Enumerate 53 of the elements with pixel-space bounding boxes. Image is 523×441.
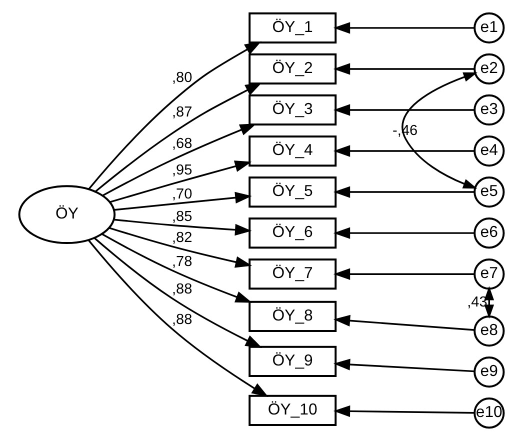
arrow (88, 41, 262, 190)
arrow (333, 405, 474, 418)
edge-label: ,82 (172, 230, 192, 246)
arrow (333, 186, 474, 198)
arrow (114, 192, 252, 211)
arrow (109, 227, 252, 268)
edge-label: ,88 (172, 312, 192, 328)
node-box: ÖY_9 (248, 346, 337, 377)
arrow (333, 145, 474, 157)
edge-label: ,85 (172, 208, 192, 225)
node-circle: e10 (474, 398, 505, 429)
edge-label: ,70 (172, 186, 192, 202)
node-box: ÖY_1 (248, 12, 337, 44)
arrow (88, 240, 268, 398)
node-circle: e6 (474, 218, 505, 249)
node-box: ÖY_2 (248, 53, 337, 84)
edge-label: ,80 (172, 70, 192, 86)
node-box: ÖY_8 (248, 300, 337, 332)
edge-label: ,78 (172, 254, 192, 270)
edge-label: ,87 (172, 104, 192, 120)
node-circle: e1 (474, 12, 505, 44)
arrow (94, 237, 262, 348)
arrow (333, 268, 474, 280)
node-circle: e7 (474, 258, 505, 290)
arrow (333, 314, 474, 331)
arrow (102, 233, 252, 303)
edge-label: ,68 (172, 136, 192, 152)
arrow (333, 358, 474, 372)
node-box: ÖY_4 (248, 135, 337, 167)
arrow (402, 72, 478, 189)
arrow (110, 160, 252, 203)
node-circle: e4 (474, 135, 505, 167)
arrow (102, 124, 257, 196)
arrow (114, 218, 252, 236)
node-box: ÖY_3 (248, 94, 337, 126)
arrow (333, 63, 474, 75)
node-circle: e3 (474, 94, 505, 126)
node-ellipse: ÖY (18, 185, 116, 244)
node-box: ÖY_10 (248, 394, 337, 426)
arrow (333, 22, 474, 34)
edge-label: ,88 (172, 282, 192, 298)
arrow (94, 82, 262, 192)
arrow (333, 227, 474, 239)
arrow (484, 286, 494, 319)
node-circle: e5 (474, 176, 505, 208)
node-circle: e9 (474, 356, 505, 388)
node-box: ÖY_7 (248, 258, 337, 290)
node-circle: e8 (474, 315, 505, 347)
arrow (333, 104, 474, 116)
edge-label: ,95 (172, 162, 192, 179)
node-circle: e2 (474, 53, 505, 84)
node-box: ÖY_6 (248, 218, 337, 249)
node-box: ÖY_5 (248, 176, 337, 208)
